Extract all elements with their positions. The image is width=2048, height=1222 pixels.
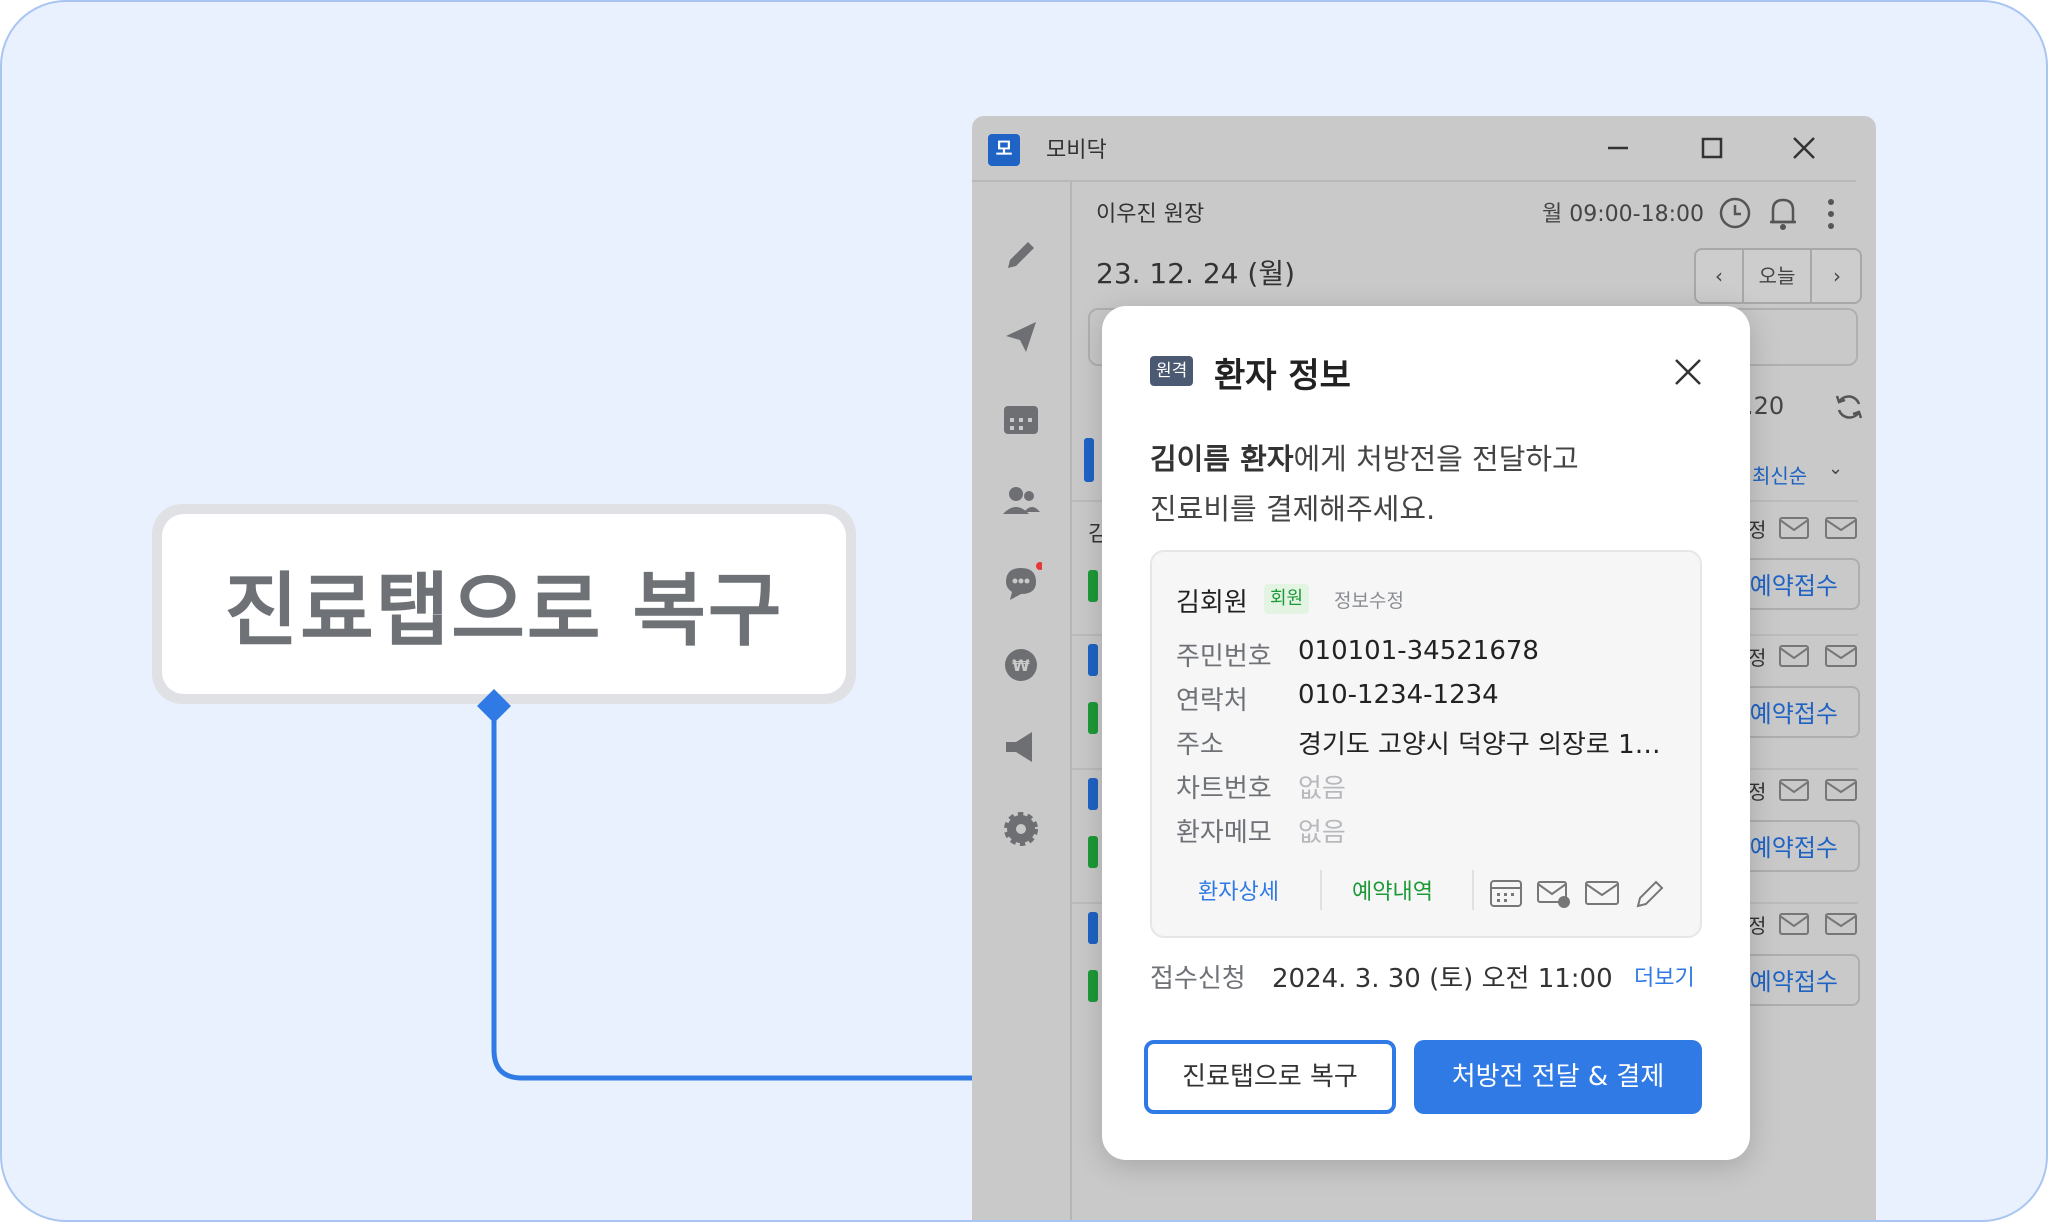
mail-check-icon[interactable] (1778, 910, 1812, 938)
link-divider (1320, 870, 1322, 910)
patient-name-emphasis: 김이름 환자 (1150, 442, 1294, 476)
description-line-2: 진료비를 결제해주세요. (1150, 492, 1436, 526)
callout-label: 진료탭으로 복구 (162, 514, 846, 694)
edit-info-link[interactable]: 정보수정 (1334, 590, 1404, 612)
row-tag (1088, 912, 1098, 944)
row-tag (1088, 702, 1098, 734)
apply-label: 접수신청 (1150, 964, 1246, 994)
clock-icon[interactable] (1718, 196, 1752, 230)
maximize-icon[interactable] (1690, 128, 1734, 168)
chat-icon[interactable] (1000, 562, 1042, 604)
prev-day-button[interactable]: ‹ (1696, 250, 1744, 302)
row-tag (1088, 836, 1098, 868)
settings-gear-icon[interactable] (1000, 808, 1042, 850)
send-icon[interactable] (1000, 316, 1042, 358)
mail-check-icon[interactable] (1778, 514, 1812, 542)
reservation-history-link[interactable]: 예약내역 (1352, 880, 1433, 905)
reserve-button[interactable]: 예약접수 (1732, 820, 1860, 872)
bell-icon[interactable] (1766, 194, 1800, 232)
link-divider (1472, 870, 1474, 910)
member-badge: 회원 (1264, 584, 1310, 614)
pencil-icon[interactable] (1000, 234, 1042, 276)
patient-name: 김회원 (1176, 588, 1248, 618)
reserve-button[interactable]: 예약접수 (1732, 558, 1860, 610)
mail-icon[interactable] (1824, 514, 1858, 542)
app-title: 모비닥 (1046, 138, 1107, 163)
svg-text:₩: ₩ (1012, 656, 1030, 675)
phone-number: 010-1234-1234 (1298, 680, 1499, 710)
row-status: 정 (1748, 914, 1767, 938)
patients-icon[interactable] (1000, 480, 1042, 522)
partial-count: .20 (1746, 392, 1785, 420)
calendar-icon[interactable] (1000, 398, 1042, 440)
field-label: 주소 (1176, 730, 1224, 760)
payment-won-icon[interactable]: ₩ (1000, 644, 1042, 686)
sidebar: ₩ (972, 182, 1072, 1220)
reserve-button[interactable]: 예약접수 (1732, 686, 1860, 738)
close-icon[interactable] (1668, 352, 1708, 392)
apply-datetime: 2024. 3. 30 (토) 오전 11:00 (1272, 964, 1613, 994)
edit-pencil-icon[interactable] (1632, 876, 1668, 910)
mail-icon[interactable] (1584, 876, 1620, 910)
field-label: 차트번호 (1176, 774, 1272, 804)
mail-check-icon[interactable] (1778, 642, 1812, 670)
field-label: 연락처 (1176, 686, 1248, 716)
row-tag (1088, 644, 1098, 676)
refresh-icon[interactable] (1832, 390, 1866, 424)
title-divider (972, 180, 1856, 182)
row-status: 정 (1748, 518, 1767, 542)
row-tag (1088, 570, 1098, 602)
modal-title: 환자 정보 (1214, 356, 1351, 396)
mail-icon[interactable] (1824, 642, 1858, 670)
minimize-icon[interactable] (1596, 128, 1640, 168)
mail-check-icon[interactable] (1778, 776, 1812, 804)
patient-card: 김회원 회원 정보수정 주민번호 010101-34521678 연락처 010… (1150, 550, 1702, 938)
row-marker (1084, 438, 1094, 482)
more-vertical-icon[interactable] (1824, 196, 1838, 232)
calendar-icon[interactable] (1488, 876, 1524, 910)
field-label: 환자메모 (1176, 818, 1272, 848)
patient-detail-link[interactable]: 환자상세 (1198, 880, 1279, 905)
current-date: 23. 12. 24 (월) (1096, 257, 1295, 290)
row-tag (1088, 778, 1098, 810)
address: 경기도 고양시 덕양구 의장로 1… (1298, 730, 1661, 760)
today-button[interactable]: 오늘 (1758, 264, 1796, 288)
restore-to-treatment-tab-button[interactable]: 진료탭으로 복구 (1144, 1040, 1396, 1114)
modal-description: 김이름 환자에게 처방전을 전달하고 진료비를 결제해주세요. (1150, 434, 1710, 534)
row-status: 정 (1748, 646, 1767, 670)
description-line-1: 에게 처방전을 전달하고 (1293, 442, 1579, 476)
more-link[interactable]: 더보기 (1634, 966, 1695, 991)
clinic-hours: 월 09:00-18:00 (1542, 202, 1704, 227)
reserve-button[interactable]: 예약접수 (1732, 954, 1860, 1006)
doctor-name: 이우진 원장 (1096, 202, 1205, 227)
deliver-prescription-and-pay-button[interactable]: 처방전 전달 & 결제 (1414, 1040, 1702, 1114)
patient-memo: 없음 (1298, 818, 1346, 848)
resident-number: 010101-34521678 (1298, 636, 1539, 666)
megaphone-icon[interactable] (1000, 726, 1042, 768)
close-window-icon[interactable] (1782, 128, 1826, 168)
patient-info-modal: 원격 환자 정보 김이름 환자에게 처방전을 전달하고 진료비를 결제해주세요.… (1102, 306, 1750, 1160)
callout-box: 진료탭으로 복구 (152, 504, 856, 704)
chevron-down-icon: ⌄ (1828, 458, 1844, 479)
field-label: 주민번호 (1176, 642, 1272, 672)
remote-badge: 원격 (1150, 356, 1194, 386)
row-tag (1088, 970, 1098, 1002)
date-navigator: ‹ 오늘 › (1694, 248, 1862, 304)
chart-number: 없음 (1298, 774, 1346, 804)
mail-icon[interactable] (1824, 776, 1858, 804)
next-day-button[interactable]: › (1810, 250, 1862, 302)
row-status: 정 (1748, 780, 1767, 804)
mail-icon[interactable] (1824, 910, 1858, 938)
mail-check-icon[interactable] (1536, 876, 1572, 910)
title-bar: 모 모비닥 (972, 116, 1876, 180)
sort-dropdown[interactable]: 최신순 (1752, 464, 1808, 488)
app-logo-icon: 모 (988, 134, 1020, 166)
